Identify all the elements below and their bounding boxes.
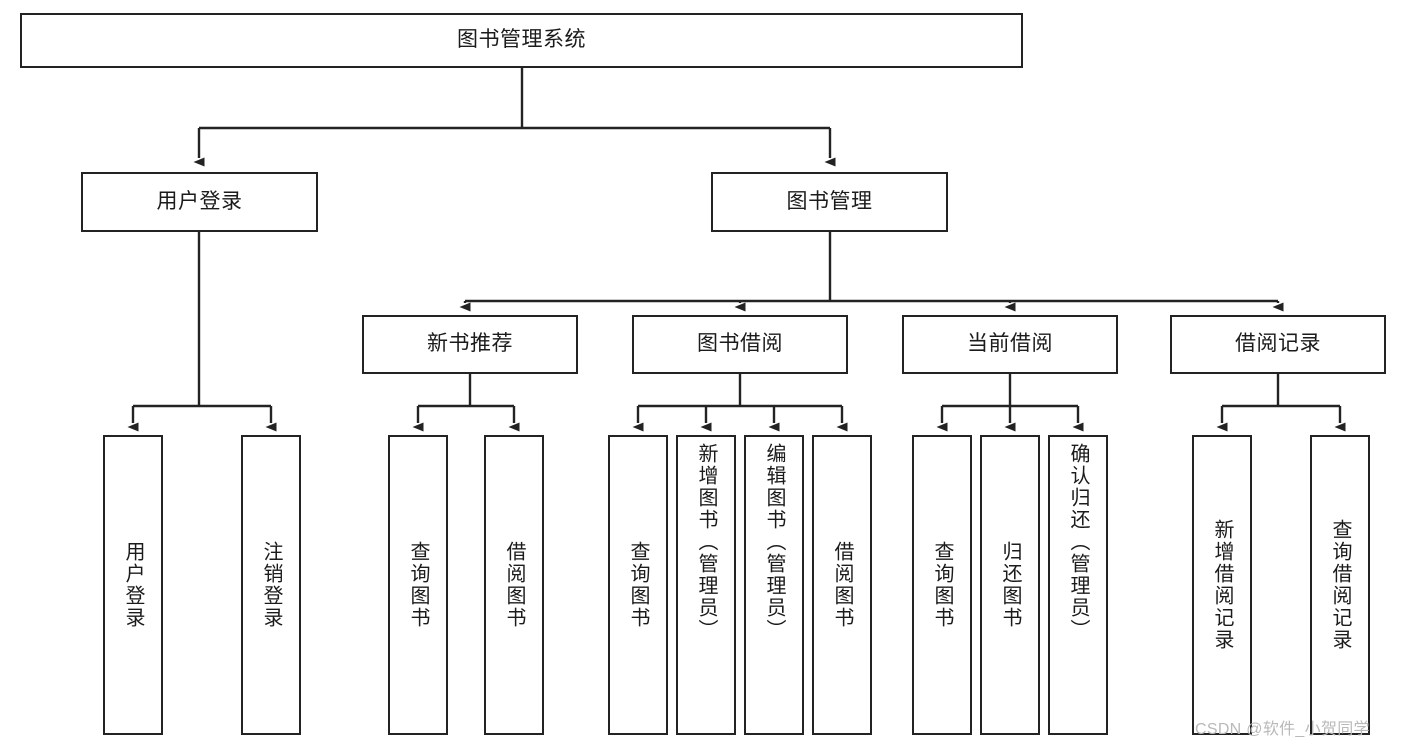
node-label: 查询图书 — [407, 541, 429, 629]
node-label: 新书推荐 — [427, 332, 513, 356]
watermark: CSDN @软件_小贺同学 — [1195, 721, 1370, 738]
node-user-login[interactable]: 用户登录 — [81, 172, 318, 232]
node-label: 归还图书 — [999, 541, 1021, 629]
node-label: 查询图书 — [931, 541, 953, 629]
leaf-confirm-return-admin[interactable]: 确认归还（管理员） — [1048, 435, 1108, 735]
leaf-borrow-book[interactable]: 借阅图书 — [812, 435, 872, 735]
node-label: 注销登录 — [260, 541, 282, 629]
node-book-borrowing[interactable]: 图书借阅 — [632, 315, 848, 374]
node-book-management[interactable]: 图书管理 — [711, 172, 948, 232]
node-label: 图书管理 — [786, 189, 873, 213]
leaf-add-borrow-record[interactable]: 新增借阅记录 — [1192, 435, 1252, 735]
leaf-borrow-book-recommend[interactable]: 借阅图书 — [484, 435, 544, 735]
node-label: 借阅图书 — [503, 541, 525, 629]
node-label: 用户登录 — [156, 189, 243, 213]
node-label: 新增图书（管理员） — [695, 443, 717, 641]
node-current-borrowing[interactable]: 当前借阅 — [902, 315, 1118, 374]
leaf-edit-book-admin[interactable]: 编辑图书（管理员） — [744, 435, 804, 735]
node-label: 编辑图书（管理员） — [763, 443, 785, 641]
node-label: 查询借阅记录 — [1329, 519, 1351, 651]
leaf-logout[interactable]: 注销登录 — [241, 435, 301, 735]
node-label: 用户登录 — [122, 541, 144, 629]
node-new-book-recommendation[interactable]: 新书推荐 — [362, 315, 578, 374]
node-borrowing-records[interactable]: 借阅记录 — [1170, 315, 1386, 374]
node-label: 借阅记录 — [1235, 332, 1321, 356]
node-label: 图书借阅 — [697, 332, 783, 356]
leaf-query-borrow-record[interactable]: 查询借阅记录 — [1310, 435, 1370, 735]
node-label: 查询图书 — [627, 541, 649, 629]
leaf-user-login[interactable]: 用户登录 — [103, 435, 163, 735]
leaf-query-book-recommend[interactable]: 查询图书 — [388, 435, 448, 735]
node-label: 当前借阅 — [967, 332, 1053, 356]
leaf-return-book[interactable]: 归还图书 — [980, 435, 1040, 735]
node-label: 新增借阅记录 — [1211, 519, 1233, 651]
leaf-query-book-current[interactable]: 查询图书 — [912, 435, 972, 735]
node-label: 确认归还（管理员） — [1067, 443, 1089, 641]
node-label: 借阅图书 — [831, 541, 853, 629]
node-root-book-management-system[interactable]: 图书管理系统 — [20, 13, 1023, 68]
leaf-add-book-admin[interactable]: 新增图书（管理员） — [676, 435, 736, 735]
leaf-query-book-borrow[interactable]: 查询图书 — [608, 435, 668, 735]
node-label: 图书管理系统 — [457, 28, 586, 52]
